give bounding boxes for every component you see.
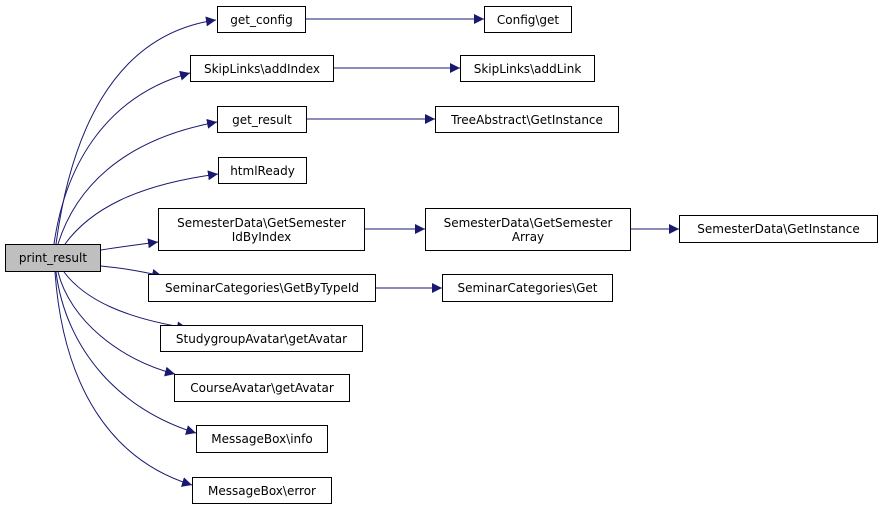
node-htmlready-label: htmlReady — [230, 163, 295, 178]
node-skiplinks-addlink-label: SkipLinks\addLink — [473, 61, 582, 76]
node-studygroupavatar-getavatar-label: StudygroupAvatar\getAvatar — [175, 331, 348, 346]
node-semesterdata-getsemesteridbyindex-line2: IdByIndex — [231, 229, 292, 244]
node-get-result-label: get_result — [232, 112, 292, 127]
node-semesterdata-getsemesterarray-line1: SemesterData\GetSemester — [443, 215, 613, 230]
node-print-result: print_result — [5, 244, 101, 272]
node-treeabstract-getinstance[interactable]: TreeAbstract\GetInstance — [435, 106, 619, 133]
edge-print-result-courseavatar-getavatar — [57, 271, 176, 377]
node-skiplinks-addindex-label: SkipLinks\addIndex — [203, 61, 320, 76]
edge-print-result-studygroupavatar-getavatar — [63, 271, 188, 332]
node-semesterdata-getsemesteridbyindex[interactable]: SemesterData\GetSemester IdByIndex — [158, 208, 365, 251]
node-semesterdata-getsemesteridbyindex-line1: SemesterData\GetSemester — [177, 215, 346, 230]
node-semesterdata-getinstance-label: SemesterData\GetInstance — [697, 222, 860, 236]
node-semesterdata-getsemesterarray[interactable]: SemesterData\GetSemester Array — [425, 208, 631, 251]
node-seminarcategories-getbytypeid[interactable]: SeminarCategories\GetByTypeId — [148, 274, 376, 302]
node-seminarcategories-get[interactable]: SeminarCategories\Get — [442, 274, 613, 302]
node-seminarcategories-getbytypeid-label: SeminarCategories\GetByTypeId — [164, 281, 360, 295]
edge-print-result-htmlready — [64, 170, 219, 245]
node-skiplinks-addlink[interactable]: SkipLinks\addLink — [460, 55, 595, 82]
node-config-get-label: Config\get — [496, 12, 560, 27]
node-messagebox-error[interactable]: MessageBox\error — [192, 477, 332, 504]
node-treeabstract-getinstance-label: TreeAbstract\GetInstance — [451, 112, 603, 127]
node-print-result-label: print_result — [18, 251, 88, 265]
node-messagebox-error-label: MessageBox\error — [208, 483, 316, 498]
node-messagebox-info-label: MessageBox\info — [211, 432, 313, 446]
node-htmlready[interactable]: htmlReady — [218, 157, 307, 184]
node-messagebox-info[interactable]: MessageBox\info — [196, 425, 328, 453]
node-skiplinks-addindex[interactable]: SkipLinks\addIndex — [190, 55, 334, 82]
edge-print-result-messagebox-info — [55, 271, 197, 435]
node-get-result[interactable]: get_result — [217, 106, 307, 133]
node-get-config-label: get_config — [230, 12, 293, 27]
node-semesterdata-getinstance[interactable]: SemesterData\GetInstance — [679, 215, 878, 243]
node-seminarcategories-get-label: SeminarCategories\Get — [457, 281, 598, 295]
edge-print-result-semesterdata-getsemesteridbyindex — [100, 238, 159, 251]
node-studygroupavatar-getavatar[interactable]: StudygroupAvatar\getAvatar — [160, 325, 363, 352]
node-courseavatar-getavatar-label: CourseAvatar\getAvatar — [190, 381, 334, 395]
edge-print-result-get-result — [57, 118, 218, 245]
node-get-config[interactable]: get_config — [217, 6, 306, 33]
edge-print-result-messagebox-error — [54, 271, 193, 487]
node-config-get[interactable]: Config\get — [484, 6, 572, 33]
node-semesterdata-getsemesterarray-line2: Array — [511, 229, 545, 244]
edge-print-result-skiplinks-addindex — [53, 70, 191, 245]
node-courseavatar-getavatar[interactable]: CourseAvatar\getAvatar — [174, 374, 350, 402]
